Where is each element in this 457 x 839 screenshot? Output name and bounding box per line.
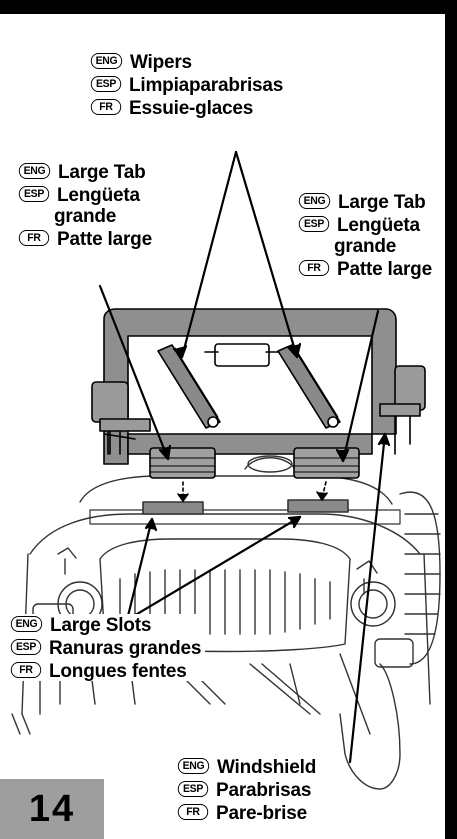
large-tab-right [293,447,360,479]
large-tab-left [149,447,216,479]
large-tab-right-text-eng: Large Tab [337,192,426,213]
large-tab-left-text-esp: Lengüeta [57,185,140,206]
eng-language-badge: ENG [18,163,51,179]
windshield-text-fr: Pare-brise [216,803,307,824]
hinge-left [91,381,151,455]
wiper-blade-left [157,344,221,429]
large-tab-left-text-esp-cont: grande [54,206,117,227]
wipers-text-esp: Limpiaparabrisas [129,75,284,96]
windshield-label: ENG Windshield ESP Parabrisas FR Pare-brise [177,758,316,823]
large-tab-left-label: ENG Large Tab ESP Lengüeta grande FR Patte … [18,163,152,249]
large-tab-right-text-esp: Lengüeta [337,215,420,236]
large-slots-label: ENG Large Slots ESP Ranuras grandes FR Long… [10,614,206,682]
large-slots-text-esp: Ranuras grandes [49,638,202,659]
large-slots-text-eng: Large Slots [49,615,152,636]
esp-language-badge: ESP [298,216,330,232]
large-slots-text-fr: Longues fentes [49,661,187,682]
esp-language-badge: ESP [90,76,122,92]
wipers-label: ENG Wipers ESP Limpiaparabrisas FR Essuie-g… [90,53,283,118]
large-slots [142,499,349,515]
large-tab-right-text-esp-cont: grande [334,236,397,257]
wipers-text-eng: Wipers [129,52,192,73]
fr-language-badge: FR [18,230,50,246]
leader-lines [98,150,391,764]
eng-language-badge: ENG [10,616,43,632]
large-tab-left-text-eng: Large Tab [57,162,146,183]
eng-language-badge: ENG [177,758,210,774]
esp-language-badge: ESP [177,781,209,797]
windshield-frame [103,308,397,465]
eng-language-badge: ENG [298,193,331,209]
wiper-blade-right [277,344,341,429]
hinge-right [379,365,426,455]
page-number: 14 [0,779,104,839]
esp-language-badge: ESP [10,639,42,655]
wipers-text-fr: Essuie-glaces [129,98,254,119]
fr-language-badge: FR [177,804,209,820]
large-tab-right-text-fr: Patte large [337,259,432,280]
jeep-windshield-illustration [11,150,441,790]
windshield-text-esp: Parabrisas [216,780,312,801]
large-tab-left-text-fr: Patte large [57,229,152,250]
windshield-text-eng: Windshield [216,757,317,778]
esp-language-badge: ESP [18,186,50,202]
large-tab-right-label: ENG Large Tab ESP Lengüeta grande FR Patte … [298,193,432,279]
fr-language-badge: FR [10,662,42,678]
eng-language-badge: ENG [90,53,123,69]
fr-language-badge: FR [298,260,330,276]
fr-language-badge: FR [90,99,122,115]
insertion-arrows [177,481,328,502]
